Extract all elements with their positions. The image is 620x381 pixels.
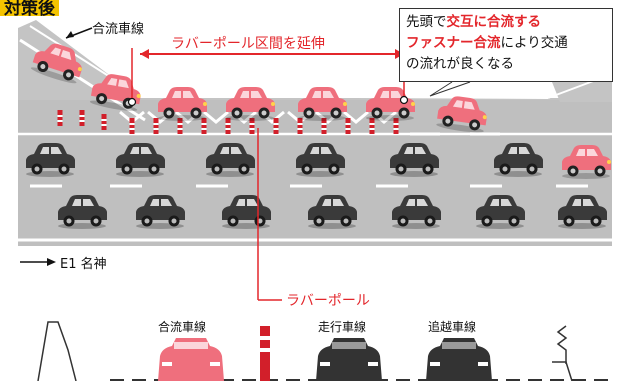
- rubber-pole-label: ラバーポール: [286, 293, 370, 309]
- lane-dash: [30, 132, 588, 188]
- merge-lane-label-top: 合流車線: [92, 22, 145, 37]
- callout-highlight: 交互に合流する: [446, 14, 542, 30]
- cross-section-pole: [260, 326, 270, 381]
- cross-section-travel-car: [316, 338, 382, 381]
- callout-text: 先頭で: [406, 14, 447, 30]
- after-measures-tag: 対策後: [0, 0, 59, 16]
- callout-text: の流れが良くなる: [406, 56, 514, 72]
- callout-box: 先頭で交互に合流する ファスナー合流により交通 の流れが良くなる: [399, 8, 613, 82]
- direction-arrow: [20, 258, 56, 266]
- travel-lane-label: 走行車線: [318, 320, 367, 334]
- callout-highlight: ファスナー合流: [406, 35, 501, 51]
- callout-text: により交通: [500, 35, 568, 51]
- rubber-pole-leader: [257, 128, 282, 301]
- direction-label: E1 名神: [60, 257, 107, 272]
- cross-section-passing-car: [426, 338, 492, 381]
- median-barrier: [552, 325, 573, 381]
- cross-section-merge-car: [158, 338, 224, 381]
- merge-lane-label: 合流車線: [158, 320, 207, 334]
- passing-lane-label: 追越車線: [428, 320, 477, 334]
- cross-section: [37, 321, 610, 381]
- extension-label: ラバーポール区間を延伸: [171, 36, 325, 52]
